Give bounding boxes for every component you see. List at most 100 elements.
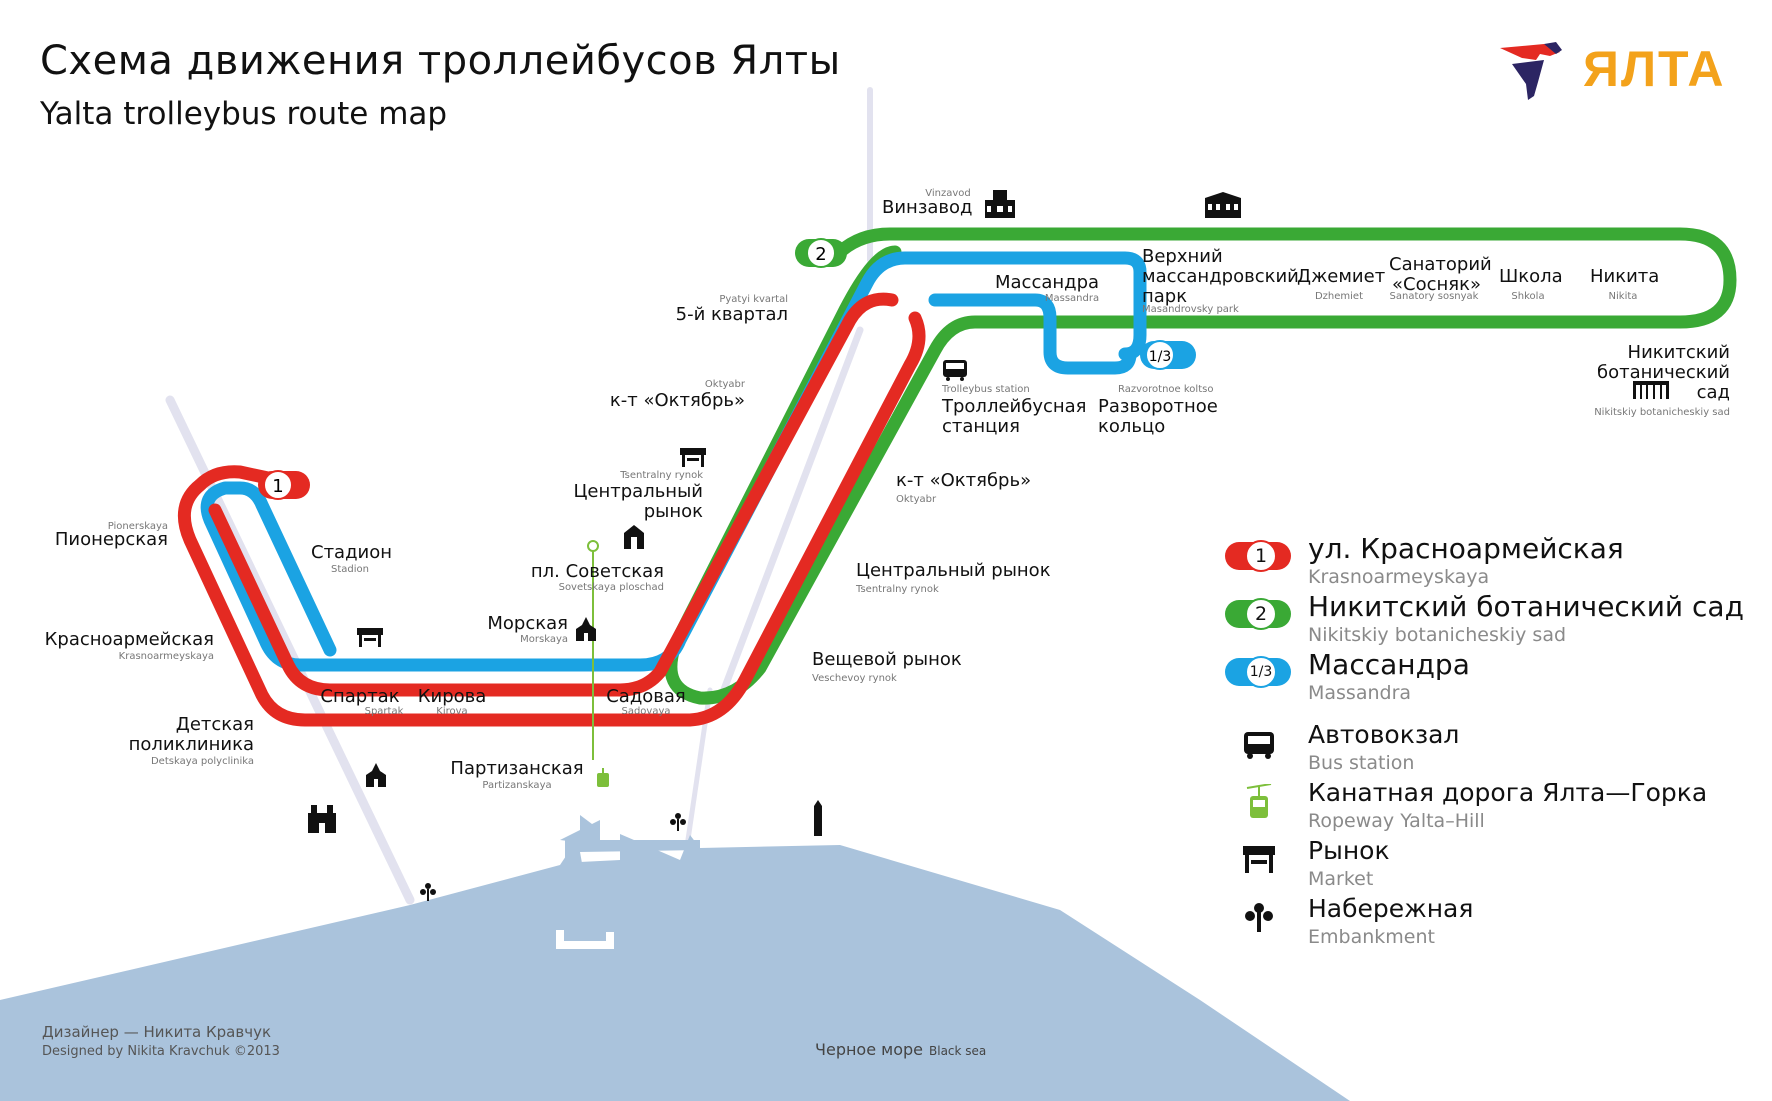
svg-text:Nikitskiy botanicheskiy sad: Nikitskiy botanicheskiy sad: [1594, 407, 1730, 418]
embankment-icon: [1245, 903, 1273, 932]
route-13-badge: 1/3: [1225, 656, 1291, 688]
station-dzhemiet: Джемиет: [1297, 266, 1385, 287]
svg-text:Stadion: Stadion: [331, 564, 369, 575]
svg-text:Oktyabr: Oktyabr: [705, 379, 746, 390]
embankment-icon: [670, 813, 686, 831]
svg-text:Oktyabr: Oktyabr: [896, 494, 937, 505]
svg-text:1: 1: [272, 476, 283, 497]
legend-route-1: 1 ул. Красноармейская Krasnoarmeyskaya: [1225, 532, 1745, 592]
station-nikita: Никита: [1590, 266, 1659, 287]
station-vinzavod: Винзавод: [882, 197, 972, 218]
gate-icon: [1633, 381, 1669, 399]
svg-text:Trolleybus station: Trolleybus station: [941, 384, 1030, 395]
church-icon: [366, 763, 386, 787]
svg-text:Vinzavod: Vinzavod: [925, 188, 971, 199]
svg-text:Sanatory sosnyak: Sanatory sosnyak: [1390, 291, 1479, 302]
legend-route-13: 1/3 Массандра Massandra: [1225, 648, 1745, 708]
svg-text:Pyatyi kvartal: Pyatyi kvartal: [719, 294, 788, 305]
route-13-loop: [928, 293, 1137, 375]
svg-text:Shkola: Shkola: [1511, 291, 1544, 302]
station-partizanskaya: Партизанская: [450, 758, 583, 779]
station-upper-park: Верхний: [1142, 246, 1223, 267]
station-tsentr-rynok-right: Центральный рынок: [856, 560, 1051, 581]
church-icon: [576, 617, 596, 641]
station-veshchevoy: Вещевой рынок: [812, 649, 962, 670]
route-marker-2: 2: [795, 238, 847, 268]
svg-text:Spartak: Spartak: [365, 706, 404, 717]
bus-icon: [943, 360, 967, 381]
svg-text:Dzhemiet: Dzhemiet: [1315, 291, 1363, 302]
station-razvorotnoe: Разворотное: [1098, 396, 1218, 417]
svg-text:2: 2: [815, 244, 826, 265]
svg-text:рынок: рынок: [644, 501, 703, 522]
station-oktyabr-right: к-т «Октябрь»: [896, 470, 1031, 491]
station-shkola: Школа: [1499, 266, 1563, 287]
svg-text:кольцо: кольцо: [1098, 416, 1165, 437]
station-sovetskaya: пл. Советская: [531, 561, 664, 582]
station-detskaya: Детская: [176, 714, 254, 735]
station-krasnoarmeyskaya: Красноармейская: [45, 629, 214, 650]
svg-text:Razvorotnoe koltso: Razvorotnoe koltso: [1118, 384, 1213, 395]
route-marker-1: 1: [258, 470, 310, 500]
black-sea: [0, 815, 1350, 1101]
legend-market: Рынок Market: [1225, 836, 1745, 896]
credit-ru: Дизайнер — Никита Кравчук: [42, 1023, 272, 1041]
page-subtitle: Yalta trolleybus route map: [40, 96, 448, 132]
credit-en: Designed by Nikita Kravchuk ©2013: [42, 1044, 280, 1059]
page-title: Схема движения троллейбусов Ялты: [40, 38, 841, 84]
svg-text:Massandra: Massandra: [1045, 293, 1099, 304]
station-nikitsky-sad: Никитский: [1628, 342, 1730, 363]
station-kirova: Кирова: [418, 686, 487, 707]
station-morskaya: Морская: [487, 613, 568, 634]
castle-icon: [308, 805, 336, 833]
legend-cable-car: Канатная дорога Ялта—Горка Ropeway Yalta…: [1225, 778, 1745, 838]
monument-icon: [624, 525, 644, 549]
svg-text:Pionerskaya: Pionerskaya: [108, 521, 168, 532]
station-tsentr-rynok-left: Центральный: [573, 481, 703, 502]
route-2-badge: 2: [1225, 598, 1291, 630]
svg-text:сад: сад: [1697, 382, 1730, 403]
station-spartak: Спартак: [320, 686, 399, 707]
cable-car-icon: [1246, 784, 1272, 818]
palace-icon: [1205, 192, 1241, 218]
legend-embankment: Набережная Embankment: [1225, 894, 1745, 954]
svg-text:парк: парк: [1142, 286, 1187, 307]
svg-text:Veschevoy rynok: Veschevoy rynok: [812, 673, 897, 684]
svg-text:Morskaya: Morskaya: [520, 634, 568, 645]
market-icon: [357, 628, 383, 647]
svg-text:Sovetskaya ploschad: Sovetskaya ploschad: [559, 582, 664, 593]
station-stadion: Стадион: [311, 542, 392, 563]
station-massandra: Массандра: [995, 272, 1099, 293]
legend-route-2: 2 Никитский ботанический сад Nikitskiy b…: [1225, 590, 1745, 650]
svg-text:массандровский: массандровский: [1142, 266, 1299, 287]
svg-text:«Сосняк»: «Сосняк»: [1392, 274, 1481, 295]
route-1-badge: 1: [1225, 540, 1291, 572]
tower-icon: [814, 800, 822, 836]
svg-text:Kirova: Kirova: [436, 706, 467, 717]
cable-car-line: [587, 540, 609, 787]
svg-text:ботанический: ботанический: [1597, 362, 1730, 383]
svg-text:Sadovaya: Sadovaya: [621, 706, 670, 717]
station-pionerskaya: Пионерская: [55, 529, 168, 550]
svg-text:Tsentralny rynok: Tsentralny rynok: [619, 470, 703, 481]
svg-text:Nikita: Nikita: [1609, 291, 1638, 302]
castle-icon: [985, 190, 1015, 218]
station-pyatiy-kvartal: 5-й квартал: [676, 304, 788, 325]
embankment-icon: [420, 883, 436, 901]
yalta-logo-text: ЯЛТА: [1583, 41, 1726, 97]
market-icon: [1243, 846, 1275, 873]
svg-text:Tsentralny rynok: Tsentralny rynok: [855, 584, 939, 595]
svg-text:поликлиника: поликлиника: [129, 734, 254, 755]
route-1-line: [177, 292, 926, 727]
svg-text:Detskaya polyclinika: Detskaya polyclinika: [151, 756, 254, 767]
svg-text:станция: станция: [942, 416, 1020, 437]
svg-text:Krasnoarmeyskaya: Krasnoarmeyskaya: [119, 651, 214, 662]
station-oktyabr-left: к-т «Октябрь»: [610, 390, 745, 411]
bus-icon: [1244, 732, 1274, 759]
eagle-icon: [1500, 42, 1562, 100]
station-trolleybus-station: Троллейбусная: [941, 396, 1087, 417]
svg-text:Masandrovsky park: Masandrovsky park: [1142, 304, 1239, 315]
svg-text:1/3: 1/3: [1149, 349, 1172, 365]
